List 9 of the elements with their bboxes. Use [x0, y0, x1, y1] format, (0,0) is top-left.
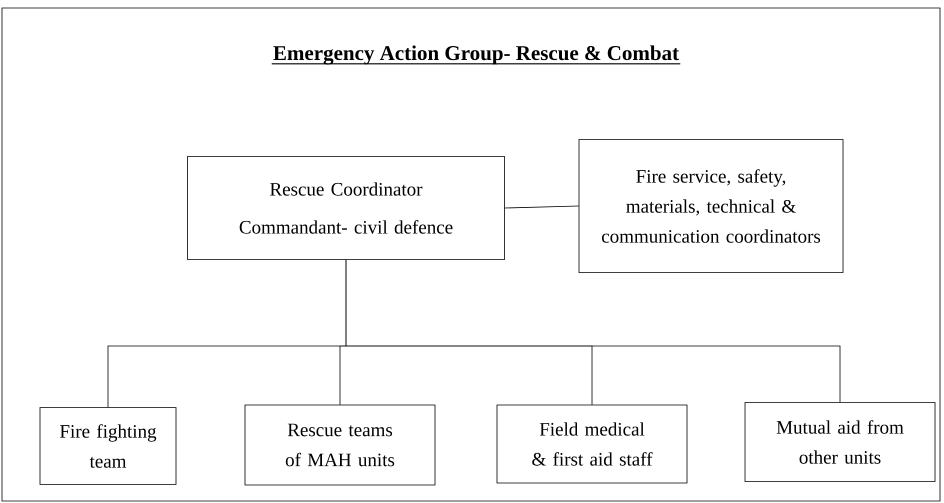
- connector-line: [346, 260, 840, 402]
- process-box: Fire fighting team: [40, 407, 176, 485]
- connector-line: [504, 206, 579, 208]
- process-box: Field medical & first aid staff: [496, 404, 688, 484]
- process-box: Rescue Coordinator Commandant- civil defence: [187, 156, 505, 260]
- process-box: Fire service, safety, materials, technical & communication coordinators: [578, 139, 844, 273]
- process-box: Rescue teams of MAH units: [244, 404, 436, 486]
- process-box: Mutual aid from other units: [744, 402, 936, 482]
- title: Emergency Action Group- Rescue & Combat: [273, 45, 679, 65]
